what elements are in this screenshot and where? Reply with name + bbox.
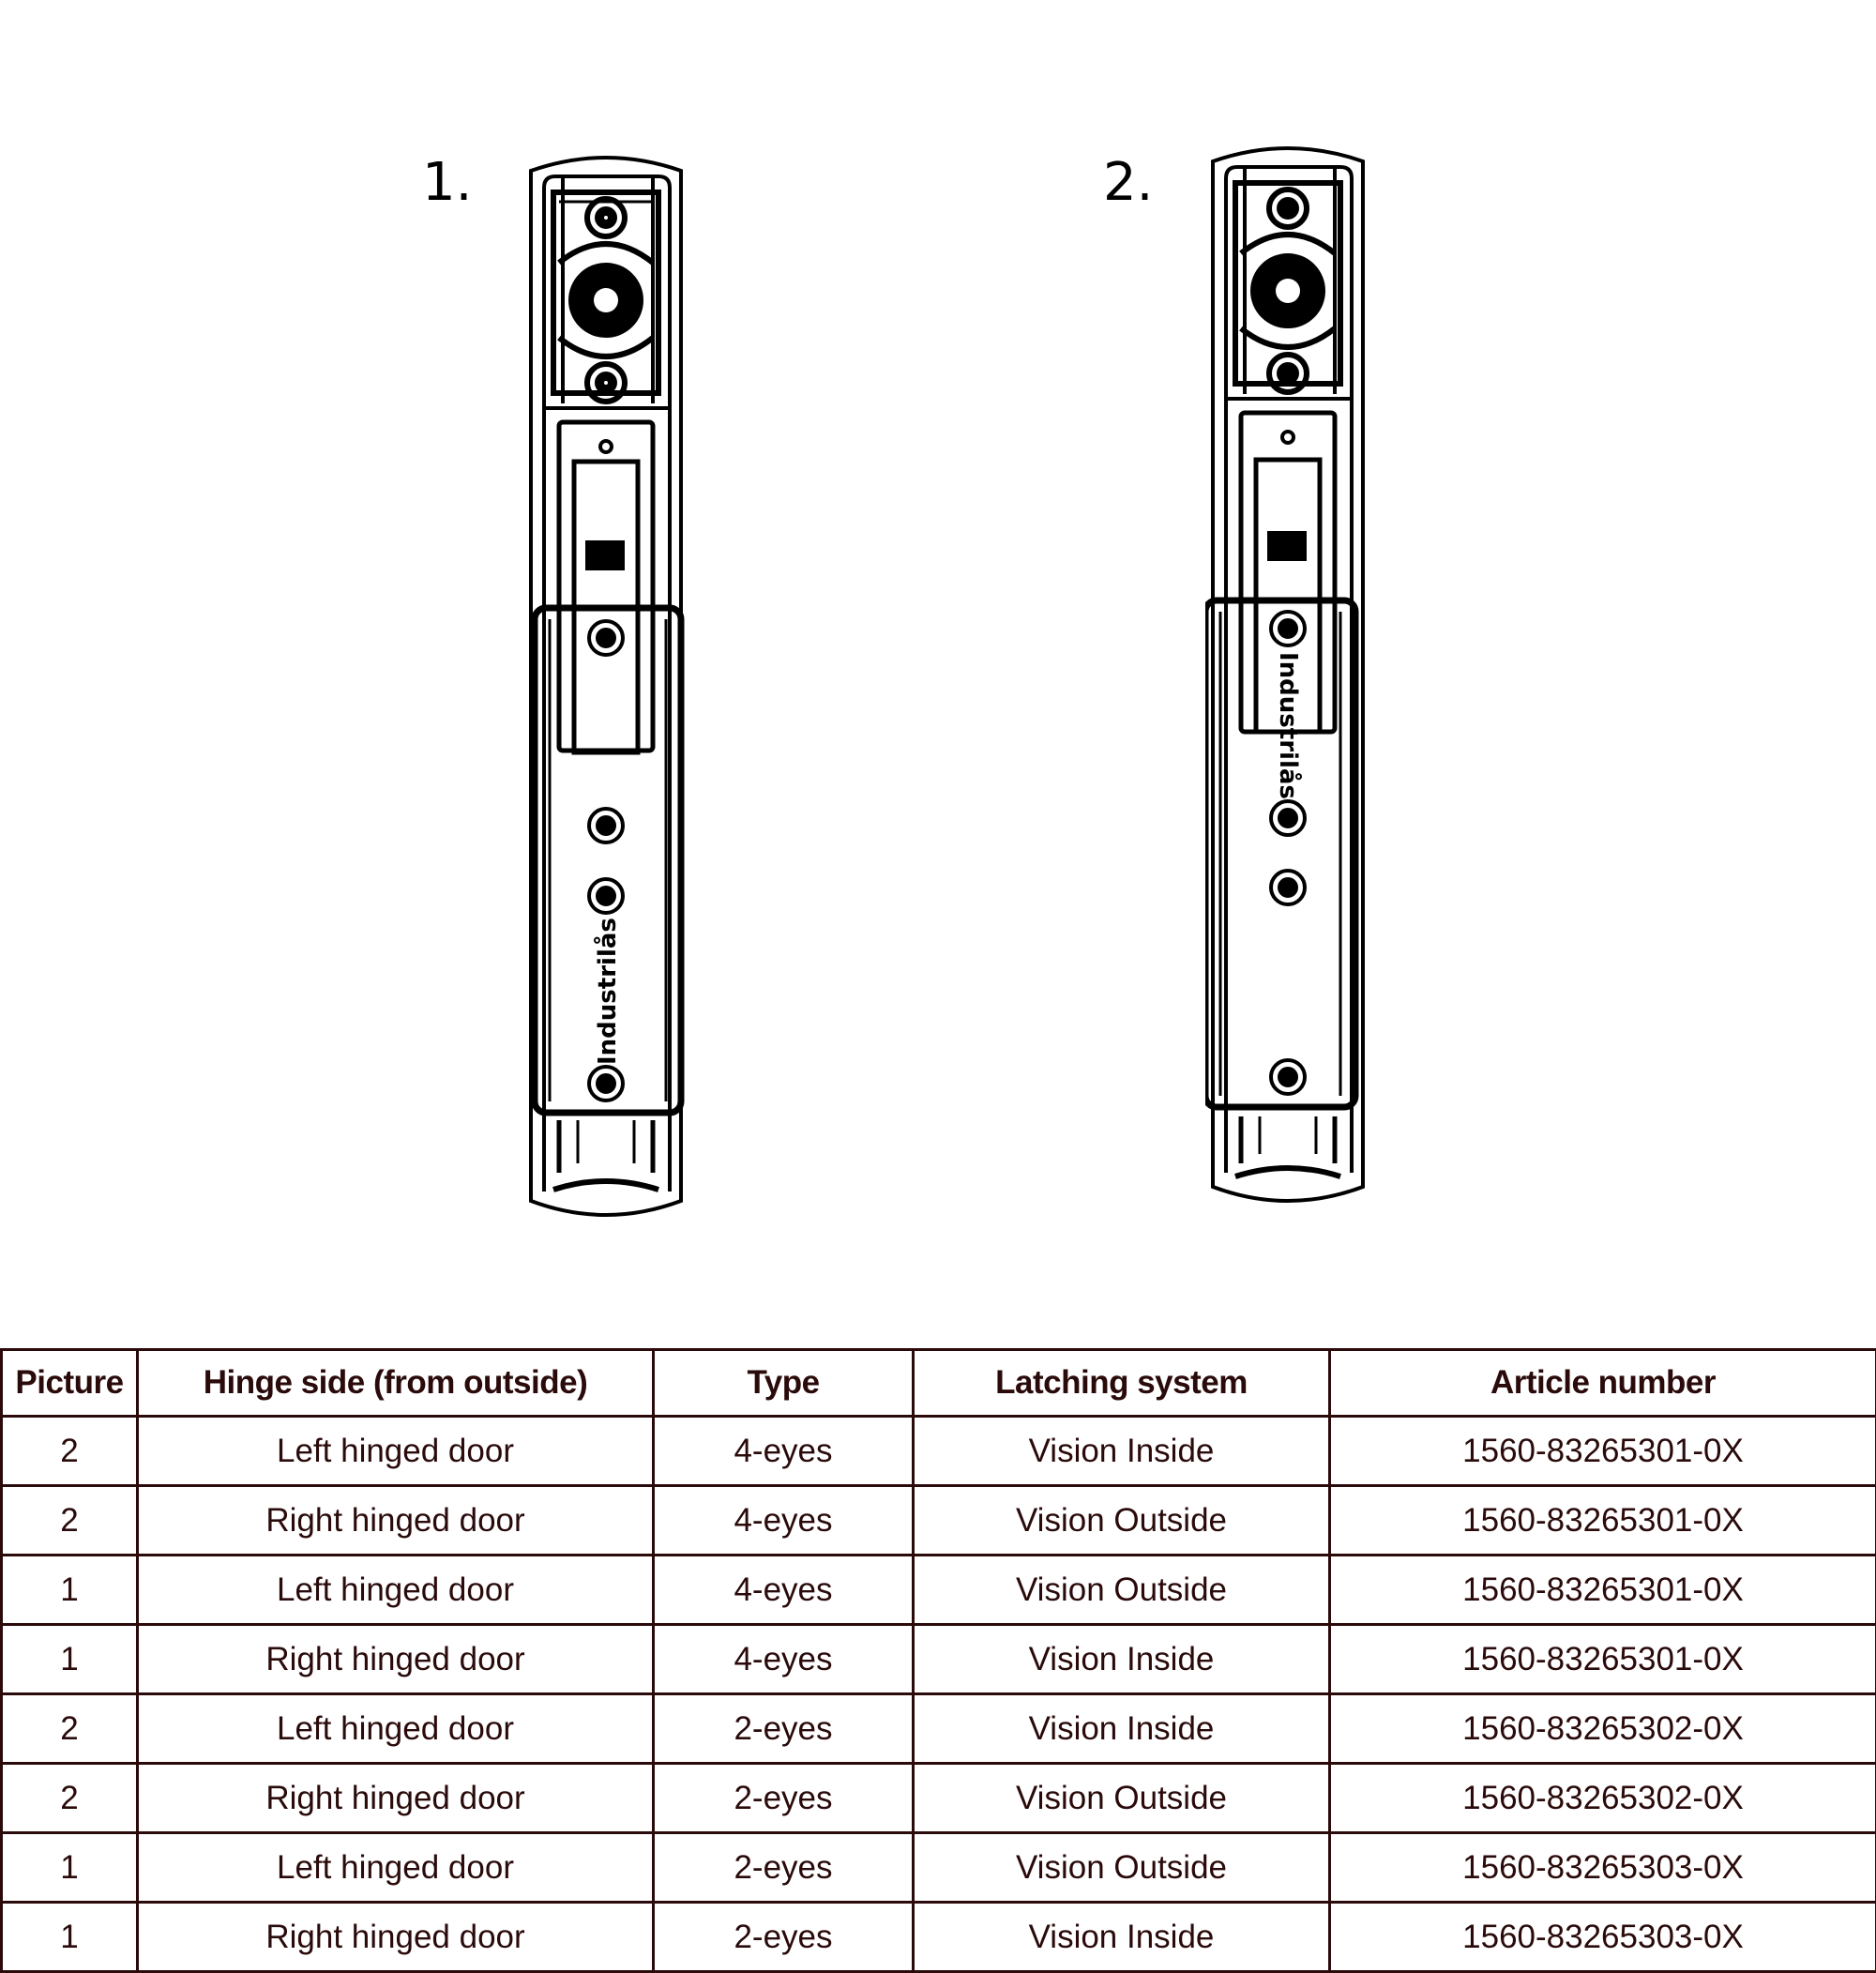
header-type: Type [654,1350,914,1417]
header-hinge-side: Hinge side (from outside) [138,1350,654,1417]
cell-article-number: 1560-83265301-0X [1330,1486,1876,1556]
cell-article-number: 1560-83265302-0X [1330,1694,1876,1764]
cell-type: 2-eyes [654,1694,914,1764]
cell-article-number: 1560-83265303-0X [1330,1833,1876,1903]
cell-hinge-side: Right hinged door [138,1486,654,1556]
cell-hinge-side: Right hinged door [138,1625,654,1694]
cell-type: 2-eyes [654,1764,914,1833]
cell-picture: 2 [2,1417,138,1486]
cell-latching-system: Vision Outside [914,1486,1330,1556]
cell-type: 4-eyes [654,1417,914,1486]
cell-hinge-side: Left hinged door [138,1556,654,1625]
logo-text: Industrilås [592,918,622,1065]
cell-article-number: 1560-83265302-0X [1330,1764,1876,1833]
cell-latching-system: Vision Inside [914,1903,1330,1972]
cell-latching-system: Vision Outside [914,1833,1330,1903]
cell-type: 4-eyes [654,1486,914,1556]
cell-picture: 1 [2,1833,138,1903]
cell-picture: 2 [2,1764,138,1833]
cell-picture: 1 [2,1556,138,1625]
cell-hinge-side: Right hinged door [138,1903,654,1972]
cell-article-number: 1560-83265301-0X [1330,1417,1876,1486]
cell-picture: 2 [2,1486,138,1556]
header-picture: Picture [2,1350,138,1417]
cell-latching-system: Vision Inside [914,1694,1330,1764]
cell-hinge-side: Left hinged door [138,1694,654,1764]
cell-picture: 1 [2,1903,138,1972]
logo-text: Industrilås [1274,652,1304,799]
cell-type: 2-eyes [654,1833,914,1903]
figure-2-label: 2. [1103,152,1153,213]
cell-picture: 2 [2,1694,138,1764]
cell-article-number: 1560-83265303-0X [1330,1903,1876,1972]
cell-type: 4-eyes [654,1556,914,1625]
cell-latching-system: Vision Outside [914,1764,1330,1833]
cell-latching-system: Vision Inside [914,1417,1330,1486]
cell-latching-system: Vision Inside [914,1625,1330,1694]
cell-article-number: 1560-83265301-0X [1330,1625,1876,1694]
header-article-number: Article number [1330,1350,1876,1417]
article-table: Picture Hinge side (from outside) Type L… [0,1348,1876,1973]
cell-type: 2-eyes [654,1903,914,1972]
cell-type: 4-eyes [654,1625,914,1694]
cell-article-number: 1560-83265301-0X [1330,1556,1876,1625]
cell-latching-system: Vision Outside [914,1556,1330,1625]
figure-1-label: 1. [422,152,472,213]
table-header-row: Picture Hinge side (from outside) Type L… [2,1350,1876,1417]
handle-drawing-1: Industrilås [525,150,694,1229]
cell-hinge-side: Left hinged door [138,1833,654,1903]
cell-hinge-side: Left hinged door [138,1417,654,1486]
header-latching-system: Latching system [914,1350,1330,1417]
cell-picture: 1 [2,1625,138,1694]
cell-hinge-side: Right hinged door [138,1764,654,1833]
handle-drawing-2: Industrilås [1205,141,1374,1220]
